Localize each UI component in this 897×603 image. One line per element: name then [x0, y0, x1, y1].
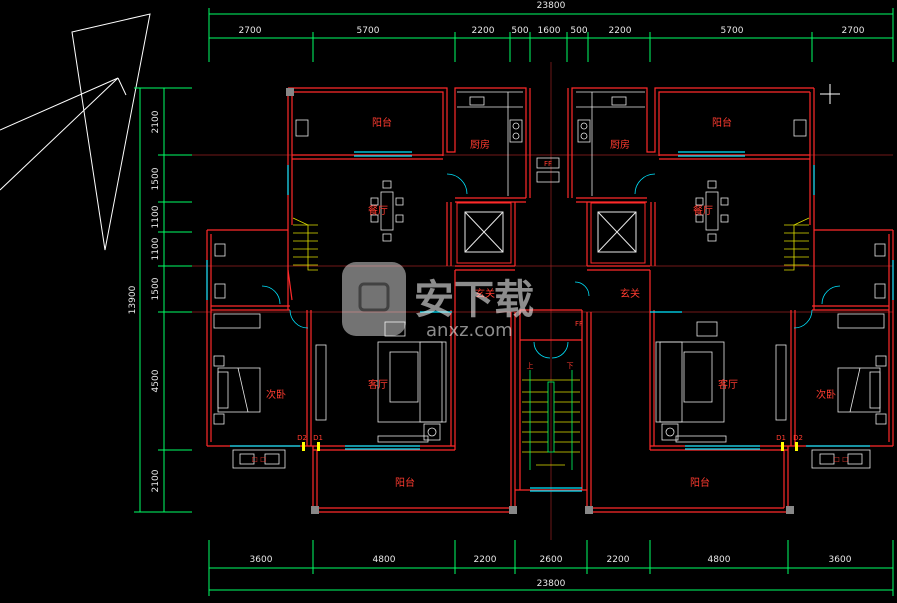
- bottom-dim-2: 4800: [373, 555, 396, 565]
- stair-down-label: 下: [567, 362, 574, 370]
- vent-shafts: [536, 157, 560, 183]
- kitchen-fixtures-right: [576, 91, 645, 196]
- left-dim-2: 1500: [151, 167, 161, 190]
- bottom-dim-3: 2200: [474, 555, 497, 565]
- left-overall-dimension: 13900: [128, 285, 138, 314]
- room-living-left: 客厅: [368, 378, 388, 391]
- room-entry-right: 玄关: [620, 287, 640, 300]
- main-stair: [522, 370, 580, 470]
- watermark-sub-text: anxz.com: [426, 320, 513, 341]
- top-dim-6: 500: [570, 26, 587, 36]
- bottom-dim-6: 4800: [708, 555, 731, 565]
- vent-label-left: ☐ ☐: [252, 456, 267, 464]
- top-dim-4: 500: [511, 26, 528, 36]
- left-dimension-texts: 2100 1500 1100 1100 1500 4500 2100 13900: [128, 110, 161, 492]
- ac-ledges: [232, 449, 871, 469]
- top-dimension-lines: [208, 8, 894, 62]
- sofa-set-right: [655, 321, 787, 443]
- room-balcony-top-left: 阳台: [372, 116, 392, 129]
- north-arrow-icon: [0, 13, 151, 251]
- bottom-dim-5: 2200: [607, 555, 630, 565]
- column-markers: [286, 88, 794, 514]
- top-dim-3: 2200: [472, 26, 495, 36]
- left-dimension-lines: [134, 87, 192, 513]
- top-dim-9: 2700: [842, 26, 865, 36]
- bottom-dim-1: 3600: [250, 555, 273, 565]
- internal-stair-right: [784, 217, 810, 271]
- bottom-dimension-texts: 3600 4800 2200 2600 2200 4800 3600: [250, 555, 852, 565]
- bottom-dim-4: 2600: [540, 555, 563, 565]
- left-dim-1: 2100: [151, 110, 161, 133]
- top-dim-5: 1600: [538, 26, 561, 36]
- top-dim-8: 5700: [721, 26, 744, 36]
- top-dim-7: 2200: [609, 26, 632, 36]
- dining-table-left: [370, 180, 404, 242]
- room-bedroom-left: 次卧: [266, 388, 286, 401]
- door-markers: [302, 442, 798, 451]
- left-dim-5: 1500: [151, 277, 161, 300]
- door-tag-d2-left: D2: [297, 434, 307, 442]
- bottom-overall-dimension: 23800: [537, 579, 566, 589]
- top-dim-2: 5700: [357, 26, 380, 36]
- watermark: 安下载 anxz.com: [342, 262, 534, 341]
- elevator-right: [590, 202, 646, 264]
- door-swings: [261, 173, 841, 359]
- room-entry-left: 玄关: [475, 287, 495, 300]
- watermark-main-text: 安下载: [414, 277, 534, 323]
- top-overall-dimension: 23800: [537, 1, 566, 11]
- door-tag-d1-right: D1: [776, 434, 786, 442]
- windows: [206, 151, 894, 492]
- room-dining-left: 餐厅: [368, 204, 388, 217]
- dining-table-right: [695, 180, 729, 242]
- bed-right: [837, 313, 887, 425]
- walls: [206, 87, 894, 513]
- vent-label-1: FF: [544, 160, 552, 168]
- door-tag-d2-right: D2: [793, 434, 803, 442]
- room-labels: 阳台 厨房 厨房 阳台 餐厅 餐厅 玄关 玄关 客厅 客厅 次卧 次卧 阳台 阳…: [266, 116, 836, 489]
- door-tag-d1-left: D1: [313, 434, 323, 442]
- room-balcony-bottom-left: 阳台: [395, 476, 415, 489]
- left-dim-7: 2100: [151, 469, 161, 492]
- room-living-right: 客厅: [718, 378, 738, 391]
- crosshair-cursor-icon: [820, 84, 840, 104]
- internal-stair-left: [292, 217, 318, 271]
- bed-left: [213, 313, 261, 425]
- left-dim-3: 1100: [151, 205, 161, 228]
- stair-up-label: 上: [527, 361, 534, 370]
- room-dining-right: 餐厅: [693, 204, 713, 217]
- room-bedroom-right: 次卧: [816, 388, 836, 401]
- vent-label-right: ☐ ☐: [834, 456, 849, 464]
- room-balcony-top-right: 阳台: [712, 116, 732, 129]
- left-dim-4: 1100: [151, 237, 161, 260]
- room-balcony-bottom-right: 阳台: [690, 476, 710, 489]
- top-dim-1: 2700: [239, 26, 262, 36]
- sofa-set-left: [315, 321, 447, 443]
- elevator-left: [456, 202, 512, 264]
- top-dimension-texts: 2700 5700 2200 500 1600 500 2200 5700 27…: [239, 26, 865, 36]
- bottom-dim-7: 3600: [829, 555, 852, 565]
- bottom-dimension-lines: [208, 540, 894, 596]
- room-kitchen-left: 厨房: [470, 138, 490, 151]
- bathroom-fixtures: [214, 119, 886, 299]
- room-kitchen-right: 厨房: [610, 138, 630, 151]
- left-dim-6: 4500: [151, 369, 161, 392]
- kitchen-fixtures-left: [457, 91, 523, 196]
- watermark-logo-icon: [342, 262, 406, 336]
- fire-box-tag: FF: [575, 320, 583, 328]
